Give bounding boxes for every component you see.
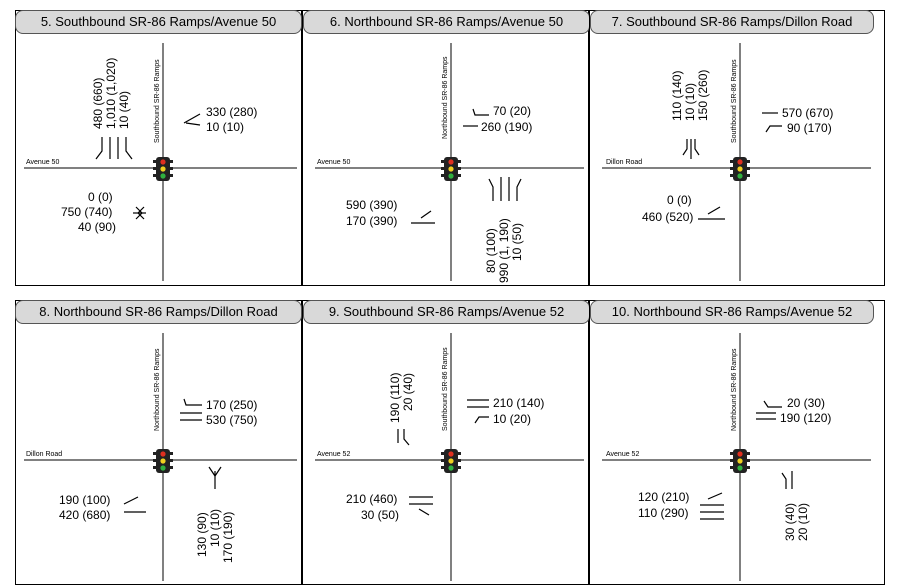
eb-arrows-icon bbox=[411, 210, 435, 224]
nb-volume: 10 (50) bbox=[510, 223, 524, 261]
sb-volume: 10 (40) bbox=[117, 91, 131, 129]
wb-volume: 20 (30) bbox=[787, 396, 825, 410]
sb-volume: 150 (260) bbox=[696, 70, 710, 121]
ns-street-label: Northbound SR-86 Ramps bbox=[154, 348, 161, 431]
wb-arrows-icon bbox=[762, 112, 782, 133]
ew-street-label: Avenue 50 bbox=[317, 159, 350, 166]
ew-street-label: Dillon Road bbox=[26, 451, 62, 458]
traffic-signal-icon bbox=[730, 157, 750, 181]
nb-volume: 130 (90) bbox=[195, 512, 209, 557]
panel-title: 9. Southbound SR-86 Ramps/Avenue 52 bbox=[303, 300, 590, 324]
wb-arrows-icon bbox=[756, 400, 782, 420]
wb-volume: 90 (170) bbox=[787, 121, 832, 135]
panel-7: 7. Southbound SR-86 Ramps/Dillon Road Di… bbox=[589, 10, 885, 286]
sb-volume: 480 (660) bbox=[91, 78, 105, 129]
wb-volume: 10 (20) bbox=[493, 412, 531, 426]
eb-arrows-icon bbox=[133, 206, 146, 220]
wb-volume: 210 (140) bbox=[493, 396, 544, 410]
sb-arrows-icon bbox=[682, 139, 700, 159]
eb-volume: 190 (100) bbox=[59, 493, 110, 507]
eb-volume: 460 (520) bbox=[642, 210, 693, 224]
eb-volume: 120 (210) bbox=[638, 490, 689, 504]
panel-title: 5. Southbound SR-86 Ramps/Avenue 50 bbox=[15, 10, 302, 34]
ew-street-label: Dillon Road bbox=[606, 159, 642, 166]
nb-volume: 30 (40) bbox=[783, 503, 797, 541]
eb-arrows-icon bbox=[700, 492, 724, 520]
eb-volume: 0 (0) bbox=[667, 193, 692, 207]
intersection-diagram: Avenue 52 Southbound SR-86 Ramps 190 (11… bbox=[315, 333, 584, 581]
wb-volume: 10 (10) bbox=[206, 120, 244, 134]
panel-9: 9. Southbound SR-86 Ramps/Avenue 52 Aven… bbox=[302, 300, 590, 585]
wb-arrows-icon bbox=[183, 113, 201, 126]
ns-street-label: Northbound SR-86 Ramps bbox=[731, 348, 738, 431]
ew-street-label: Avenue 52 bbox=[606, 451, 639, 458]
nb-volume: 10 (10) bbox=[208, 509, 222, 547]
wb-volume: 70 (20) bbox=[493, 104, 531, 118]
panel-10: 10. Northbound SR-86 Ramps/Avenue 52 Ave… bbox=[589, 300, 885, 585]
panel-5: 5. Southbound SR-86 Ramps/Avenue 50 Aven… bbox=[15, 10, 302, 286]
nb-volume: 20 (10) bbox=[796, 503, 810, 541]
ns-street-label: Southbound SR-86 Ramps bbox=[731, 59, 738, 143]
wb-volume: 190 (120) bbox=[780, 411, 831, 425]
ew-street-label: Avenue 52 bbox=[317, 451, 350, 458]
sb-volume: 1,010 (1,020) bbox=[104, 58, 118, 129]
sb-volume: 110 (140) bbox=[670, 71, 684, 121]
traffic-signal-icon bbox=[441, 449, 461, 473]
nb-arrows-icon bbox=[488, 177, 522, 201]
intersection-diagram: Dillon Road Northbound SR-86 Ramps 170 (… bbox=[24, 333, 297, 581]
eb-arrows-icon bbox=[698, 206, 725, 220]
eb-volume: 30 (50) bbox=[361, 508, 399, 522]
panel-6: 6. Northbound SR-86 Ramps/Avenue 50 Aven… bbox=[302, 10, 590, 286]
eb-arrows-icon bbox=[123, 496, 146, 513]
traffic-signal-icon bbox=[730, 449, 750, 473]
sb-volume: 190 (110) bbox=[388, 373, 402, 423]
traffic-signal-icon bbox=[153, 157, 173, 181]
nb-volume: 990 (1, 190) bbox=[497, 218, 511, 283]
nb-arrows-icon bbox=[208, 466, 222, 489]
sb-volume: 10 (10) bbox=[683, 83, 697, 121]
panel-title: 7. Southbound SR-86 Ramps/Dillon Road bbox=[590, 10, 874, 34]
nb-volume: 80 (100) bbox=[484, 228, 498, 273]
ns-street-label: Southbound SR-86 Ramps bbox=[154, 59, 161, 143]
wb-volume: 170 (250) bbox=[206, 398, 257, 412]
sb-volume: 20 (40) bbox=[401, 373, 415, 411]
nb-volume: 170 (190) bbox=[221, 512, 235, 563]
panel-title: 6. Northbound SR-86 Ramps/Avenue 50 bbox=[303, 10, 590, 34]
eb-volume: 40 (90) bbox=[78, 220, 116, 234]
ns-street-label: Southbound SR-86 Ramps bbox=[442, 347, 449, 431]
wb-volume: 330 (280) bbox=[206, 105, 257, 119]
wb-arrows-icon bbox=[467, 399, 489, 424]
wb-arrows-icon bbox=[463, 108, 489, 127]
wb-volume: 260 (190) bbox=[481, 120, 532, 134]
ns-street-label: Northbound SR-86 Ramps bbox=[442, 56, 449, 139]
ew-street-label: Avenue 50 bbox=[26, 159, 59, 166]
wb-arrows-icon bbox=[180, 398, 202, 421]
eb-volume: 170 (390) bbox=[346, 214, 397, 228]
intersection-diagram: Avenue 50 Northbound SR-86 Ramps 70 (20)… bbox=[315, 43, 584, 283]
nb-arrows-icon bbox=[781, 471, 793, 489]
eb-volume: 210 (460) bbox=[346, 492, 397, 506]
intersection-diagram: Avenue 50 Southbound SR-86 Ramps 480 (66… bbox=[24, 43, 297, 281]
wb-volume: 570 (670) bbox=[782, 106, 833, 120]
eb-arrows-icon bbox=[409, 496, 433, 516]
sb-arrows-icon bbox=[397, 429, 410, 446]
traffic-signal-icon bbox=[153, 449, 173, 473]
sb-arrows-icon bbox=[95, 137, 133, 160]
eb-volume: 110 (290) bbox=[638, 506, 688, 520]
panel-title: 10. Northbound SR-86 Ramps/Avenue 52 bbox=[590, 300, 874, 324]
eb-volume: 590 (390) bbox=[346, 198, 397, 212]
eb-volume: 420 (680) bbox=[59, 508, 110, 522]
wb-volume: 530 (750) bbox=[206, 413, 257, 427]
panel-title: 8. Northbound SR-86 Ramps/Dillon Road bbox=[15, 300, 302, 324]
intersection-diagram: Dillon Road Southbound SR-86 Ramps 110 (… bbox=[602, 43, 871, 281]
traffic-signal-icon bbox=[441, 157, 461, 181]
eb-volume: 0 (0) bbox=[88, 190, 113, 204]
intersection-diagram: Avenue 52 Northbound SR-86 Ramps 20 (30)… bbox=[602, 333, 871, 581]
panel-8: 8. Northbound SR-86 Ramps/Dillon Road Di… bbox=[15, 300, 302, 585]
eb-volume: 750 (740) bbox=[61, 205, 112, 219]
